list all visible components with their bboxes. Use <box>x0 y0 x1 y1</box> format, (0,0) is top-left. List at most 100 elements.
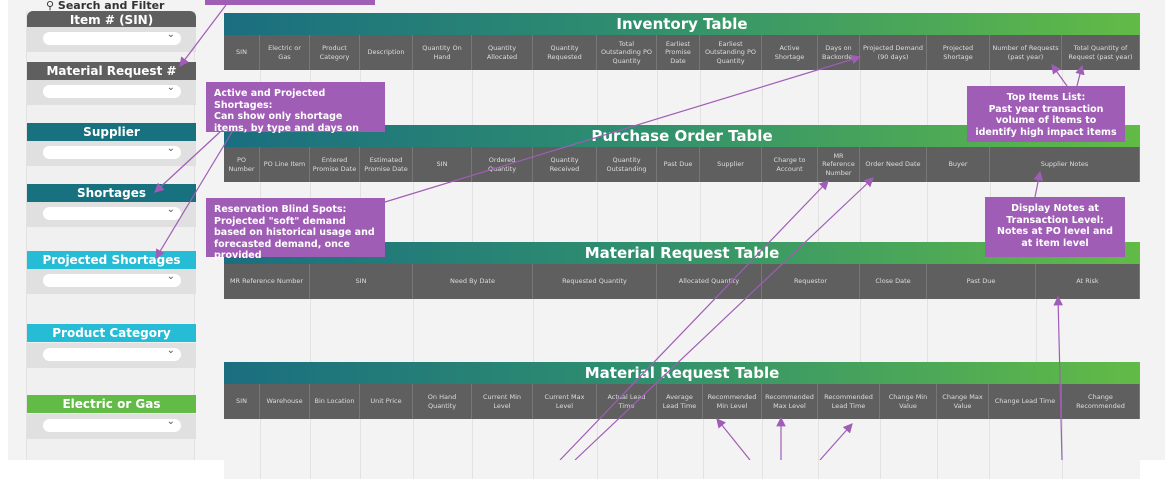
column-header[interactable]: MR Reference Number <box>224 264 310 299</box>
column-header[interactable]: Actual Lead Time <box>597 384 657 419</box>
column-header[interactable]: Earliest Outstanding PO Quantity <box>700 35 762 70</box>
column-header[interactable]: Quantity On Hand <box>413 35 472 70</box>
filter-label: Electric or Gas <box>27 395 196 413</box>
column-divider <box>413 419 414 479</box>
column-header[interactable]: Supplier Notes <box>990 147 1140 182</box>
column-header[interactable]: Active Shortage <box>762 35 818 70</box>
column-divider <box>703 419 704 479</box>
column-header[interactable]: Recommended Lead Time <box>818 384 880 419</box>
column-divider <box>700 70 701 125</box>
filter-dropdown[interactable]: ⌄ <box>43 345 181 361</box>
search-icon: ⚲ <box>46 0 58 12</box>
column-header[interactable]: Recommended Min Level <box>703 384 762 419</box>
column-divider <box>597 182 598 242</box>
column-divider <box>533 299 534 362</box>
filter-dropdown[interactable]: ⌄ <box>43 143 181 159</box>
column-header[interactable]: Projected Shortage <box>927 35 990 70</box>
column-header[interactable]: Requestor <box>762 264 860 299</box>
callout-body: Notes at PO level and at item level <box>997 226 1113 249</box>
filter-sidebar: Item # (SIN)⌄Material Request #⌄Supplier… <box>26 11 196 460</box>
column-header[interactable]: Estimated Promise Date <box>360 147 413 182</box>
column-header[interactable]: Past Due <box>927 264 1036 299</box>
column-header[interactable]: Electric or Gas <box>260 35 310 70</box>
filter-dropdown[interactable]: ⌄ <box>43 204 181 220</box>
column-header[interactable]: Quantity Requested <box>533 35 597 70</box>
column-header[interactable]: Product Category <box>310 35 360 70</box>
column-header[interactable]: Ordered Quantity <box>472 147 533 182</box>
column-header[interactable]: Average Lead Time <box>657 384 703 419</box>
callout-title: Top Items List: <box>1006 92 1086 103</box>
filter-dropdown[interactable]: ⌄ <box>43 29 181 45</box>
column-header[interactable]: Past Due <box>657 147 700 182</box>
column-header[interactable]: Change Min Value <box>880 384 937 419</box>
column-header[interactable]: Bin Location <box>310 384 360 419</box>
column-header[interactable]: Quantity Received <box>533 147 597 182</box>
column-header[interactable]: At Risk <box>1036 264 1140 299</box>
column-divider <box>657 299 658 362</box>
column-header[interactable]: Current Min Level <box>472 384 533 419</box>
filter-row: ⌄ <box>27 27 196 52</box>
chevron-down-icon: ⌄ <box>166 143 175 154</box>
column-header[interactable]: Change Max Value <box>937 384 989 419</box>
column-header[interactable]: SIN <box>224 35 260 70</box>
column-header[interactable]: SIN <box>413 147 472 182</box>
column-header[interactable]: Days on Backorder <box>818 35 860 70</box>
column-header[interactable]: Quantity Outstanding <box>597 147 657 182</box>
filter-row: ⌄ <box>27 414 196 439</box>
column-header[interactable]: Allocated Quantity <box>657 264 762 299</box>
column-divider <box>310 299 311 362</box>
column-divider <box>310 419 311 479</box>
annotation-callout: Top Items List:Past year transaction vol… <box>967 86 1125 142</box>
search-and-filter-title: ⚲ Search and Filter <box>46 0 165 12</box>
column-header[interactable]: Requested Quantity <box>533 264 657 299</box>
column-header[interactable]: Charge to Account <box>762 147 818 182</box>
column-header[interactable]: On Hand Quantity <box>413 384 472 419</box>
column-header[interactable]: PO Number <box>224 147 260 182</box>
callout-title: Display Notes at Transaction Level: <box>1006 203 1104 226</box>
column-divider <box>533 70 534 125</box>
column-header[interactable]: Projected Demand (90 days) <box>860 35 927 70</box>
column-header[interactable]: Warehouse <box>260 384 310 419</box>
column-divider <box>597 70 598 125</box>
column-header[interactable]: Entered Promise Date <box>310 147 360 182</box>
column-header[interactable]: Quantity Allocated <box>472 35 533 70</box>
column-divider <box>880 419 881 479</box>
column-header[interactable]: Supplier <box>700 147 762 182</box>
column-header[interactable]: Number of Requests (past year) <box>990 35 1062 70</box>
column-header[interactable]: Unit Price <box>360 384 413 419</box>
column-header[interactable]: Need By Date <box>413 264 533 299</box>
column-header[interactable]: Total Quantity of Request (past year) <box>1062 35 1140 70</box>
filter-dropdown[interactable]: ⌄ <box>43 416 181 432</box>
column-header[interactable]: Order Need Date <box>860 147 927 182</box>
filter-label: Supplier <box>27 123 196 141</box>
column-header[interactable]: Current Max Level <box>533 384 597 419</box>
column-header[interactable]: SIN <box>310 264 413 299</box>
filter-row: ⌄ <box>27 343 196 368</box>
column-divider <box>657 419 658 479</box>
column-header[interactable]: Buyer <box>927 147 990 182</box>
column-divider <box>860 182 861 242</box>
column-divider <box>413 70 414 125</box>
column-divider <box>937 419 938 479</box>
annotation-callout: Active and Projected Shortages:Can show … <box>206 82 385 134</box>
column-header[interactable]: MR Reference Number <box>818 147 860 182</box>
filter-label: Material Request # <box>27 62 196 80</box>
column-header[interactable]: Change Lead Time <box>989 384 1062 419</box>
column-header[interactable]: Recommended Max Level <box>762 384 818 419</box>
filter-dropdown[interactable]: ⌄ <box>43 82 181 98</box>
column-header[interactable]: Change Recommended <box>1062 384 1140 419</box>
filter-dropdown[interactable]: ⌄ <box>43 271 181 287</box>
column-divider <box>1062 419 1063 479</box>
column-header[interactable]: Total Outstanding PO Quantity <box>597 35 657 70</box>
column-divider <box>472 182 473 242</box>
column-header[interactable]: SIN <box>224 384 260 419</box>
chevron-down-icon: ⌄ <box>166 82 175 93</box>
column-header[interactable]: Description <box>360 35 413 70</box>
callout-body: Past year transaction volume of items to… <box>975 103 1117 138</box>
column-header[interactable]: Earliest Promise Date <box>657 35 700 70</box>
column-header[interactable]: PO Line Item <box>260 147 310 182</box>
column-header[interactable]: Close Date <box>860 264 927 299</box>
